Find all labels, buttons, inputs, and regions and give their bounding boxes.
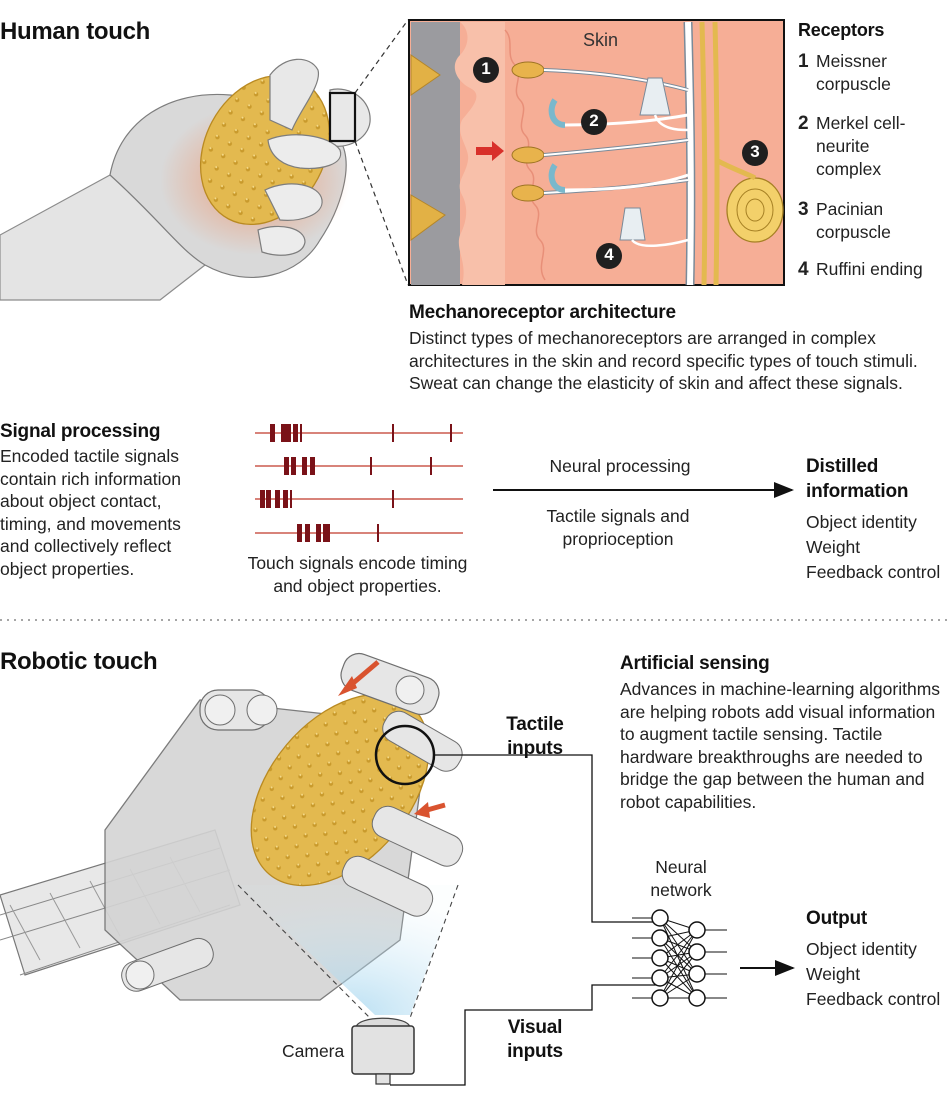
- network-edge: [659, 929, 698, 999]
- zoom-box: [328, 91, 357, 143]
- skin-cross-section: [408, 19, 785, 286]
- output-item: Object identity: [806, 939, 917, 959]
- marker-3: 3: [750, 142, 760, 161]
- network-edge: [659, 917, 698, 999]
- signal-spikes: [260, 424, 452, 542]
- human-touch-title: Human touch: [0, 18, 151, 45]
- signal-spike: [275, 490, 280, 508]
- artificial-sensing-text: Advances in machine-learning algorithms …: [620, 679, 941, 812]
- output-item: Weight: [806, 964, 861, 984]
- signal-spike: [302, 457, 307, 475]
- output-item: Feedback control: [806, 989, 941, 1009]
- neural-network-label: Neural network: [650, 857, 712, 900]
- robotic-touch-title: Robotic touch: [0, 648, 158, 675]
- network-edge: [659, 917, 698, 975]
- signal-spike: [392, 424, 394, 442]
- signal-spike: [310, 457, 315, 475]
- visual-inputs-label: Visual inputs: [507, 1017, 563, 1062]
- network-edge: [659, 937, 698, 999]
- output-title: Output: [806, 908, 868, 929]
- artificial-sensing-title: Artificial sensing: [620, 653, 770, 674]
- neural-network-diagram: [632, 909, 727, 1007]
- network-node: [688, 921, 706, 939]
- signal-spike: [284, 457, 289, 475]
- distilled-item: Object identity: [806, 512, 917, 532]
- signal-spike: [290, 490, 292, 508]
- signal-spike: [270, 424, 275, 442]
- signal-spike: [260, 490, 265, 508]
- distilled-list: Object identity Weight Feedback control: [806, 510, 940, 585]
- signal-spike: [392, 490, 394, 508]
- signal-spike: [328, 524, 330, 542]
- signal-spike: [286, 424, 291, 442]
- network-node: [651, 949, 669, 967]
- receptor-markers: [473, 57, 768, 269]
- signal-title: Signal processing: [0, 421, 161, 442]
- robot-hand-illustration: [0, 652, 464, 1019]
- marker-4: 4: [604, 245, 614, 264]
- human-hand-illustration: [0, 58, 371, 301]
- signal-spike: [291, 457, 296, 475]
- network-node: [651, 909, 669, 927]
- signal-caption: Touch signals encode timing and object p…: [247, 553, 468, 596]
- receptor-name: Meissner corpuscle: [816, 51, 891, 94]
- signal-spike: [293, 424, 298, 442]
- network-node: [688, 989, 706, 1007]
- network-node: [651, 929, 669, 947]
- signal-spike: [430, 457, 432, 475]
- network-node: [651, 989, 669, 1007]
- receptor-name: Merkel cell-neurite complex: [816, 113, 906, 179]
- signal-spike: [316, 524, 321, 542]
- tactile-inputs-label: Tactile inputs: [506, 714, 564, 759]
- distilled-item: Feedback control: [806, 562, 941, 582]
- signal-spike: [266, 490, 271, 508]
- receptor-number: 2: [798, 113, 809, 134]
- network-edge: [659, 929, 698, 979]
- pressure-arrow: [476, 141, 504, 161]
- distilled-title: Distilled information: [806, 456, 909, 502]
- tactile-connection: [434, 754, 660, 923]
- skin-label: Skin: [583, 30, 619, 50]
- receptor-name: Pacinian corpuscle: [816, 199, 891, 242]
- receptor-name: Ruffini ending: [816, 259, 923, 279]
- receptor-number: 3: [798, 199, 809, 220]
- marker-2: 2: [589, 111, 599, 130]
- mech-title: Mechanoreceptor architecture: [409, 302, 676, 323]
- visual-connection: [390, 984, 660, 1086]
- distilled-item: Weight: [806, 537, 861, 557]
- signal-spike: [450, 424, 452, 442]
- signal-spike: [283, 490, 288, 508]
- camera-label: Camera: [282, 1041, 345, 1061]
- output-list: Object identity Weight Feedback control: [806, 937, 940, 1012]
- network-node: [651, 969, 669, 987]
- network-node: [688, 965, 706, 983]
- marker-1: 1: [481, 59, 491, 78]
- receptor-number: 4: [798, 259, 809, 280]
- network-node: [688, 943, 706, 961]
- signal-spike: [370, 457, 372, 475]
- camera-icon: [351, 1017, 415, 1085]
- neural-processing-label: Neural processing: [549, 456, 691, 476]
- signal-traces: [255, 432, 463, 534]
- mech-text: Distinct types of mechanoreceptors are a…: [409, 328, 918, 393]
- receptor-number: 1: [798, 51, 809, 72]
- signal-spike: [297, 524, 302, 542]
- receptors-heading: Receptors: [798, 20, 885, 40]
- signal-spike: [305, 524, 310, 542]
- network-edge: [659, 951, 698, 999]
- signal-spike: [377, 524, 379, 542]
- signal-spike: [323, 524, 328, 542]
- signal-spike: [300, 424, 302, 442]
- network-edge: [659, 957, 698, 999]
- signal-text: Encoded tactile signals contain rich inf…: [0, 446, 181, 579]
- signal-spike: [281, 424, 286, 442]
- tactile-signals-label: Tactile signals and proprioception: [546, 506, 690, 549]
